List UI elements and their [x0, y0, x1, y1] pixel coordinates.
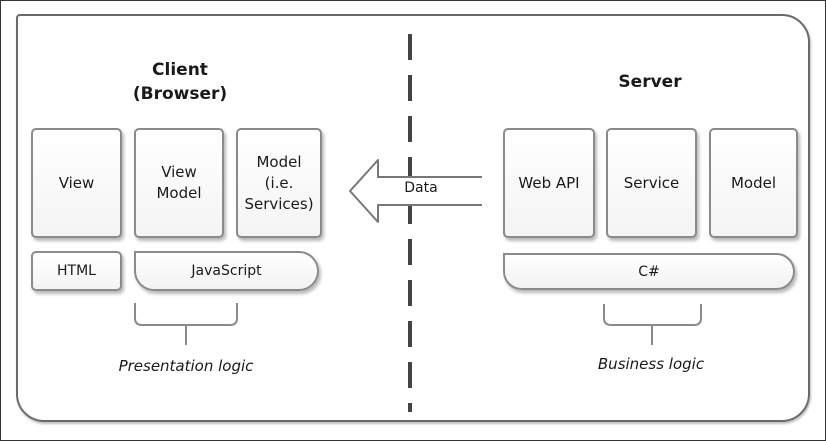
presentation-logic-caption: Presentation logic [118, 357, 254, 375]
server-title: Server [618, 72, 682, 92]
javascript-bar: JavaScript [134, 251, 319, 291]
model-services-box: Model (i.e. Services) [236, 128, 322, 238]
business-logic-caption: Business logic [597, 355, 705, 373]
client-title: Client (Browser) [132, 60, 228, 104]
service-box: Service [606, 128, 697, 238]
diagram-frame [16, 14, 810, 422]
view-box: View [31, 128, 122, 238]
server-model-box: Model [709, 128, 798, 238]
web-api-box: Web API [503, 128, 595, 238]
csharp-bar: C# [503, 253, 795, 290]
presentation-logic-brace [134, 303, 238, 345]
business-logic-brace [603, 304, 702, 345]
view-model-box: View Model [134, 128, 224, 238]
html-box: HTML [31, 251, 122, 291]
data-label: Data [396, 180, 446, 196]
